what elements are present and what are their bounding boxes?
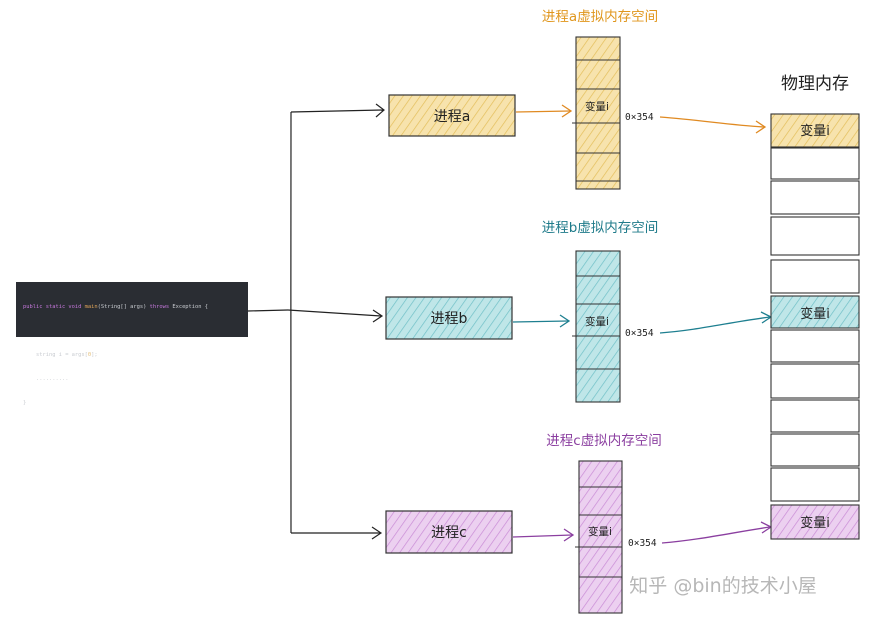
arrow-a-to-vm [515, 110, 571, 113]
vm-b-title: 进程b虚拟内存空间 [542, 220, 659, 236]
vm-to-physical-arrows [659, 116, 773, 544]
process-to-vm-arrows [512, 104, 575, 542]
physical-cell-a [770, 113, 860, 148]
physical-memory-title: 物理内存 [781, 74, 849, 94]
arrow-b-to-vm [512, 320, 569, 323]
vm-column-c: 变量i [575, 460, 623, 614]
code-exception: Exception { [172, 304, 209, 310]
arrow-b-to-physical [659, 316, 771, 334]
code-to-trunk-line [247, 309, 289, 312]
code-method-name: main [84, 304, 98, 310]
physical-variable-c-label: 变量i [800, 515, 830, 531]
vm-a-address: 0×354 [625, 112, 654, 123]
physical-cell-c [770, 504, 860, 540]
branch-c-arrowhead [371, 526, 383, 540]
code-assign-end: ]; [91, 352, 98, 358]
arrow-a-to-physical-head [755, 120, 767, 134]
vm-c-variable-label: 变量i [588, 525, 612, 538]
physical-variable-a-label: 变量i [800, 123, 830, 139]
code-line-ellipsis: .......... [23, 375, 248, 383]
vm-c-title: 进程c虚拟内存空间 [546, 433, 661, 449]
physical-variable-b-label: 变量i [800, 306, 830, 322]
process-c-label: 进程c [431, 525, 467, 541]
process-box-b: 进程b [385, 296, 513, 340]
vm-a-title: 进程a虚拟内存空间 [542, 9, 658, 25]
trunk-line [290, 111, 292, 534]
vm-column-b: 变量i [572, 250, 621, 403]
branch-b-arrowhead [372, 309, 384, 323]
code-keywords: public static void [23, 304, 82, 310]
code-throws: throws [149, 304, 170, 310]
physical-cell-b [770, 295, 860, 329]
process-box-a: 进程a [388, 94, 516, 137]
arrow-c-to-physical [661, 526, 771, 544]
physical-memory-column [770, 113, 860, 540]
watermark: 知乎 @bin的技术小屋 [629, 575, 816, 597]
arrow-c-to-vm-head [563, 528, 575, 542]
arrow-b-to-vm-head [559, 314, 571, 328]
arrow-a-to-vm-head [561, 104, 573, 118]
arrow-a-to-physical [659, 116, 765, 128]
code-close-brace: } [23, 400, 27, 406]
arrow-c-to-vm [512, 534, 573, 538]
code-line-blank [23, 327, 248, 335]
vm-b-address: 0×354 [625, 328, 654, 339]
vm-b-variable-label: 变量i [585, 315, 609, 328]
process-box-c: 进程c [385, 510, 513, 554]
code-params: (String[] args) [97, 304, 147, 310]
code-snippet: public static void main(String[] args) t… [16, 282, 248, 406]
code-index: 0 [87, 352, 92, 358]
code-line-signature: public static void main(String[] args) t… [23, 303, 248, 311]
branch-b-line [287, 309, 382, 317]
branch-a-arrowhead [375, 103, 385, 118]
vm-c-address: 0×354 [628, 538, 657, 549]
code-line-close: } [23, 399, 248, 407]
code-assign-pre: string i = args[ [35, 352, 88, 358]
vm-a-variable-label: 变量i [585, 100, 609, 113]
vm-column-a: 变量i [572, 36, 621, 190]
process-a-label: 进程a [434, 109, 471, 125]
code-ellipsis: .......... [35, 376, 69, 382]
fork-connectors [247, 103, 385, 540]
code-line-assign: string i = args[0]; [23, 351, 248, 359]
branch-a-line [290, 109, 384, 113]
process-b-label: 进程b [431, 311, 468, 327]
